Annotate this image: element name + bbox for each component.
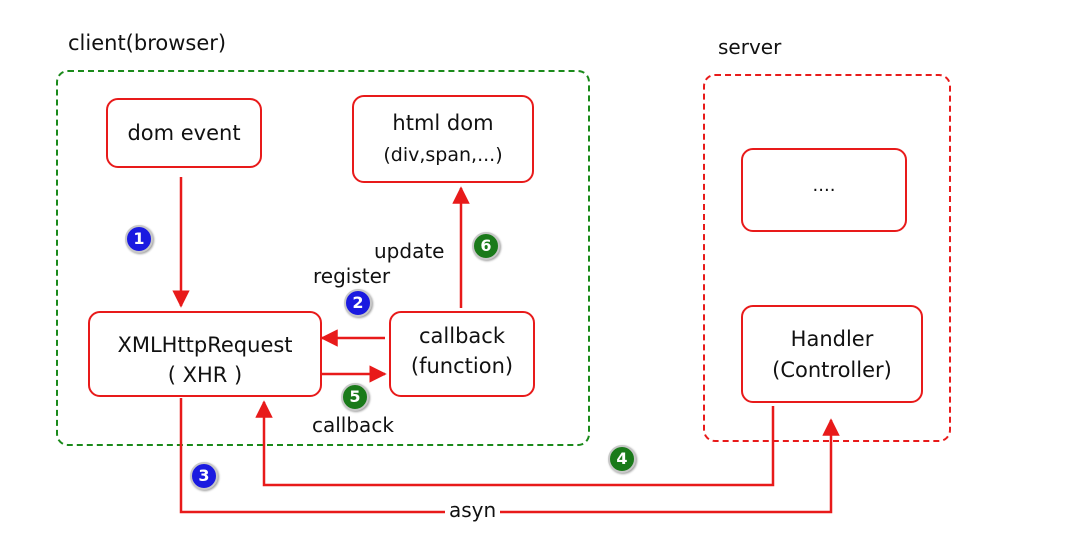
step-6-badge: 6: [472, 232, 500, 260]
step-5-badge: 5: [341, 383, 369, 411]
server-title: server: [718, 35, 782, 59]
server-container: [703, 74, 951, 442]
xhr-sublabel: ( XHR ): [167, 363, 243, 387]
client-title: client(browser): [68, 31, 227, 55]
callback-function-label: callback: [419, 324, 505, 348]
update-label: update: [374, 239, 445, 263]
handler-label: Handler: [790, 327, 874, 351]
step-2-badge: 2: [344, 289, 372, 317]
handler-box: Handler (Controller): [741, 305, 923, 403]
arrow-asyn-request: [179, 398, 840, 514]
xhr-label: XMLHttpRequest: [117, 333, 293, 357]
xhr-box: XMLHttpRequest ( XHR ): [88, 311, 322, 397]
callback-function-sublabel: (function): [410, 354, 514, 378]
html-dom-label: html dom: [392, 111, 494, 135]
client-container: [56, 70, 590, 446]
html-dom-sublabel: (div,span,...): [383, 144, 503, 166]
server-other-box: ....: [741, 148, 907, 232]
callback-label: callback: [312, 413, 394, 437]
arrow-response: [255, 400, 775, 487]
html-dom-box: html dom (div,span,...): [352, 95, 534, 183]
server-other-label: ....: [812, 175, 836, 196]
step-4-badge: 4: [608, 445, 636, 473]
callback-function-box: callback (function): [389, 311, 535, 397]
step-3-badge: 3: [190, 462, 218, 490]
step-1-badge: 1: [125, 225, 153, 253]
handler-sublabel: (Controller): [772, 358, 892, 382]
dom-event-label: dom event: [127, 121, 241, 145]
register-label: register: [313, 264, 391, 288]
asyn-label: asyn: [445, 499, 501, 521]
dom-event-box: dom event: [106, 98, 262, 168]
